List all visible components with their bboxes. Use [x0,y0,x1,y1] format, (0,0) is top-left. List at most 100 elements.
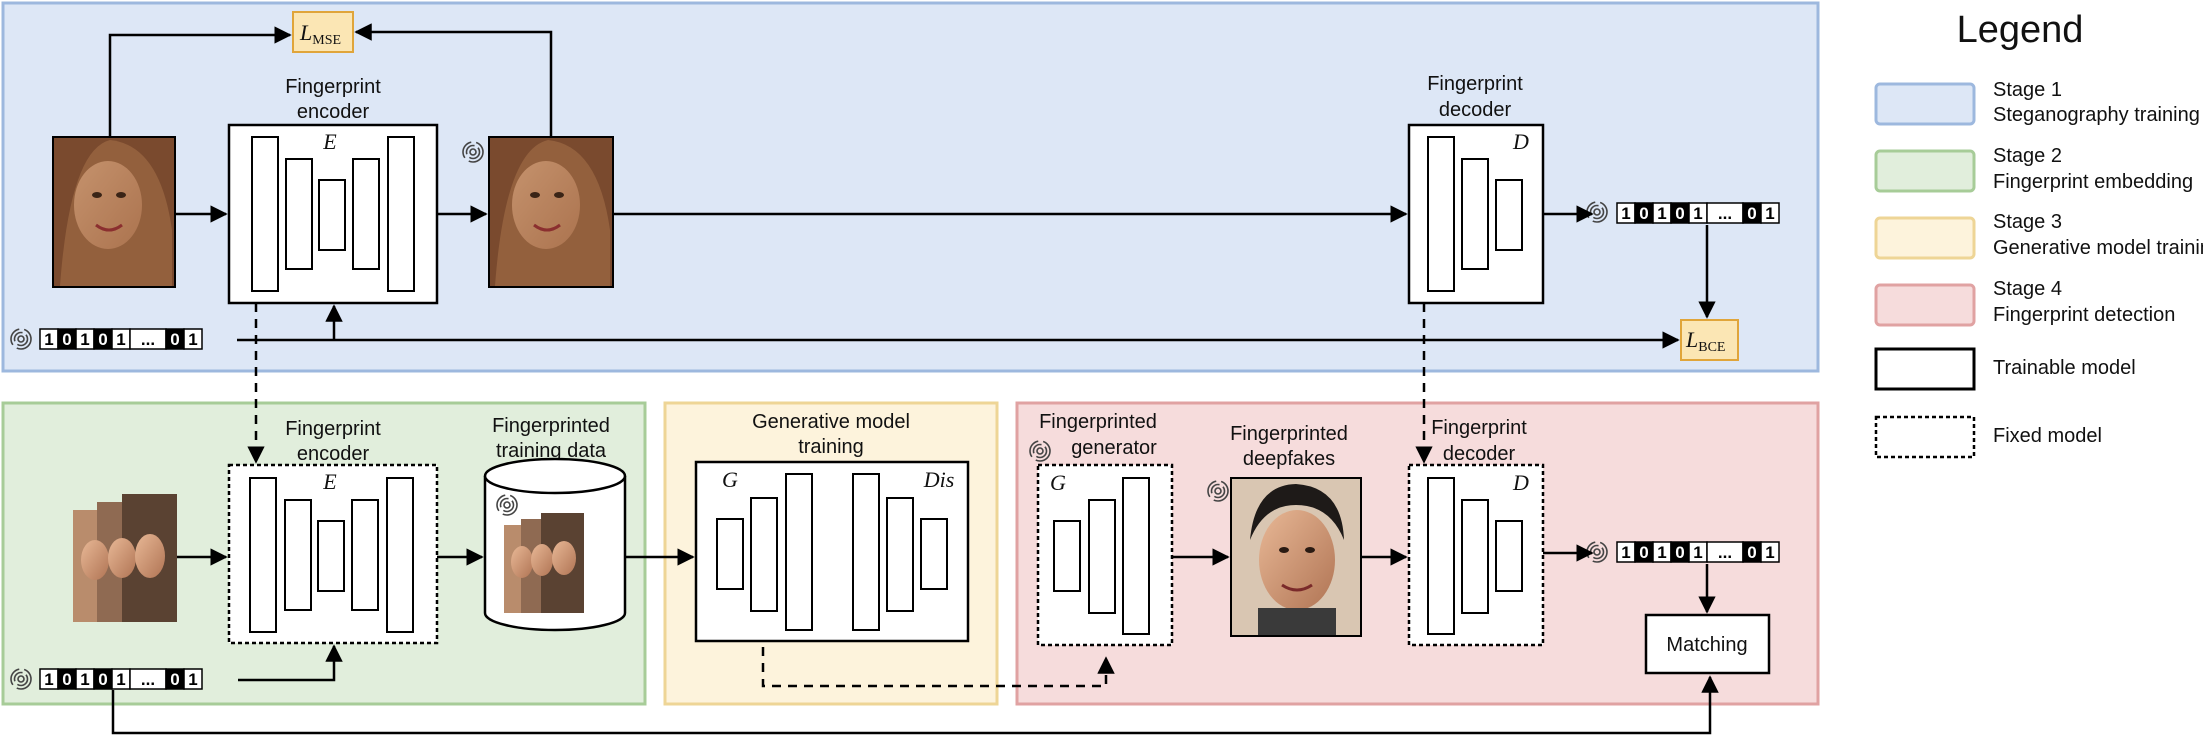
bit-value: 0 [170,330,179,349]
bit-value: 1 [80,330,89,349]
bit-value: 1 [44,330,53,349]
stage4-connectors [1172,544,1716,614]
stage2-connectors [111,548,1719,735]
bit-value: 0 [1747,204,1756,223]
bit-value: 0 [1639,204,1648,223]
bit-value: 0 [1675,543,1684,562]
bit-value: ... [1718,543,1732,562]
deepfake-face-image [1230,477,1362,637]
stage1-decoder-label-1: Fingerprint [1427,73,1523,95]
bit-value: 0 [62,670,71,689]
training-images-stack [73,494,177,622]
bit-value: 1 [116,330,125,349]
legend-stage1-line1: Stage 1 [1993,79,2062,101]
deepfakes-label-2: deepfakes [1243,448,1335,470]
bit-value: 1 [1621,204,1630,223]
bit-value: 1 [44,670,53,689]
stage1-decoder: D [1407,123,1545,305]
bit-value: 0 [1639,543,1648,562]
legend-stage2: Stage 2 Fingerprint embedding [1874,145,2193,193]
legend-stage4-line2: Fingerprint detection [1993,304,2175,326]
loss-mse-text: LMSE [299,20,341,48]
bit-cell [1760,541,1780,563]
matching-box: Matching [1644,613,1771,675]
bit-value: 0 [62,330,71,349]
legend-title: Legend [1957,9,2084,51]
bit-value: 0 [170,670,179,689]
legend-stage1-line2: Steganography training [1993,104,2200,126]
bit-value: 0 [98,670,107,689]
loss-bce-text: LBCE [1685,327,1725,355]
loss-bce-box: LBCE [1680,319,1739,361]
legend-stage3-line2: Generative model training [1993,237,2203,259]
fp-generator-label-2: generator [1071,437,1157,459]
fp-generator-symbol: G [1050,470,1066,495]
deepfakes-label-1: Fingerprinted [1230,423,1348,445]
bit-value: ... [1718,204,1732,223]
legend-fixed-label: Fixed model [1993,425,2102,447]
fingerprinted-face-image [488,136,614,288]
legend-stage3-line1: Stage 3 [1993,211,2062,233]
legend-stage3: Stage 3 Generative model training [1874,211,2203,260]
bit-cell [183,328,203,350]
matching-label: Matching [1666,634,1747,656]
bit-value: 1 [1693,204,1702,223]
legend-trainable: Trainable model [1874,347,2136,391]
legend-stage4-line1: Stage 4 [1993,278,2062,300]
bit-value: 1 [188,670,197,689]
stage2-encoder: E [227,463,439,645]
fp-generator-label-1: Fingerprinted [1039,411,1157,433]
bit-value: 1 [80,670,89,689]
training-data-cylinder [483,457,627,632]
legend-trainable-label: Trainable model [1993,357,2136,379]
discriminator-symbol: Dis [923,467,955,492]
stage3-title-2: training [798,436,864,458]
legend-stage2-line1: Stage 2 [1993,145,2062,167]
bit-value: ... [141,330,155,349]
bit-value: 1 [1693,543,1702,562]
loss-mse-box: LMSE [292,11,354,53]
fingerprinted-data-label-2: training data [496,440,607,462]
gan-model: G Dis [694,460,970,643]
legend-fixed: Fixed model [1874,415,2102,459]
fingerprinted-generator: G [1036,463,1174,647]
bit-value: 1 [1657,204,1666,223]
stage3-title-1: Generative model [752,411,910,433]
stage4-decoder-symbol: D [1512,470,1529,495]
bit-value: 1 [1657,543,1666,562]
stage1-encoder: E [227,123,439,305]
stage2-encoder-label-1: Fingerprint [285,418,381,440]
bit-value: 0 [98,330,107,349]
bit-value: 1 [116,670,125,689]
legend-stage1: Stage 1 Steganography training [1874,79,2200,126]
stage1-decoder-symbol: D [1512,129,1529,154]
stage4-decoder-label-2: decoder [1443,443,1516,465]
stage1-connectors [108,23,1716,349]
stage4-decoder-label-1: Fingerprint [1431,417,1527,439]
stage2-encoder-symbol: E [322,469,337,494]
fingerprinted-data-label-1: Fingerprinted [492,415,610,437]
bit-cell [1760,202,1780,224]
bit-value: 1 [1621,543,1630,562]
legend-stage4: Stage 4 Fingerprint detection [1874,278,2175,327]
bit-value: 0 [1675,204,1684,223]
legend-stage2-line2: Fingerprint embedding [1993,171,2193,193]
stage1-encoder-label-1: Fingerprint [285,76,381,98]
bit-value: 0 [1747,543,1756,562]
generator-symbol: G [722,467,738,492]
input-face-image [52,136,176,288]
bit-cell [183,668,203,690]
stage-transfer-connectors [247,303,1433,688]
stage2-encoder-label-2: encoder [297,443,370,465]
bit-value: 1 [1765,204,1774,223]
bit-value: ... [141,670,155,689]
bit-value: 1 [1765,543,1774,562]
stage1-encoder-label-2: encoder [297,101,370,123]
stage1-encoder-symbol: E [322,129,337,154]
bit-value: 1 [188,330,197,349]
